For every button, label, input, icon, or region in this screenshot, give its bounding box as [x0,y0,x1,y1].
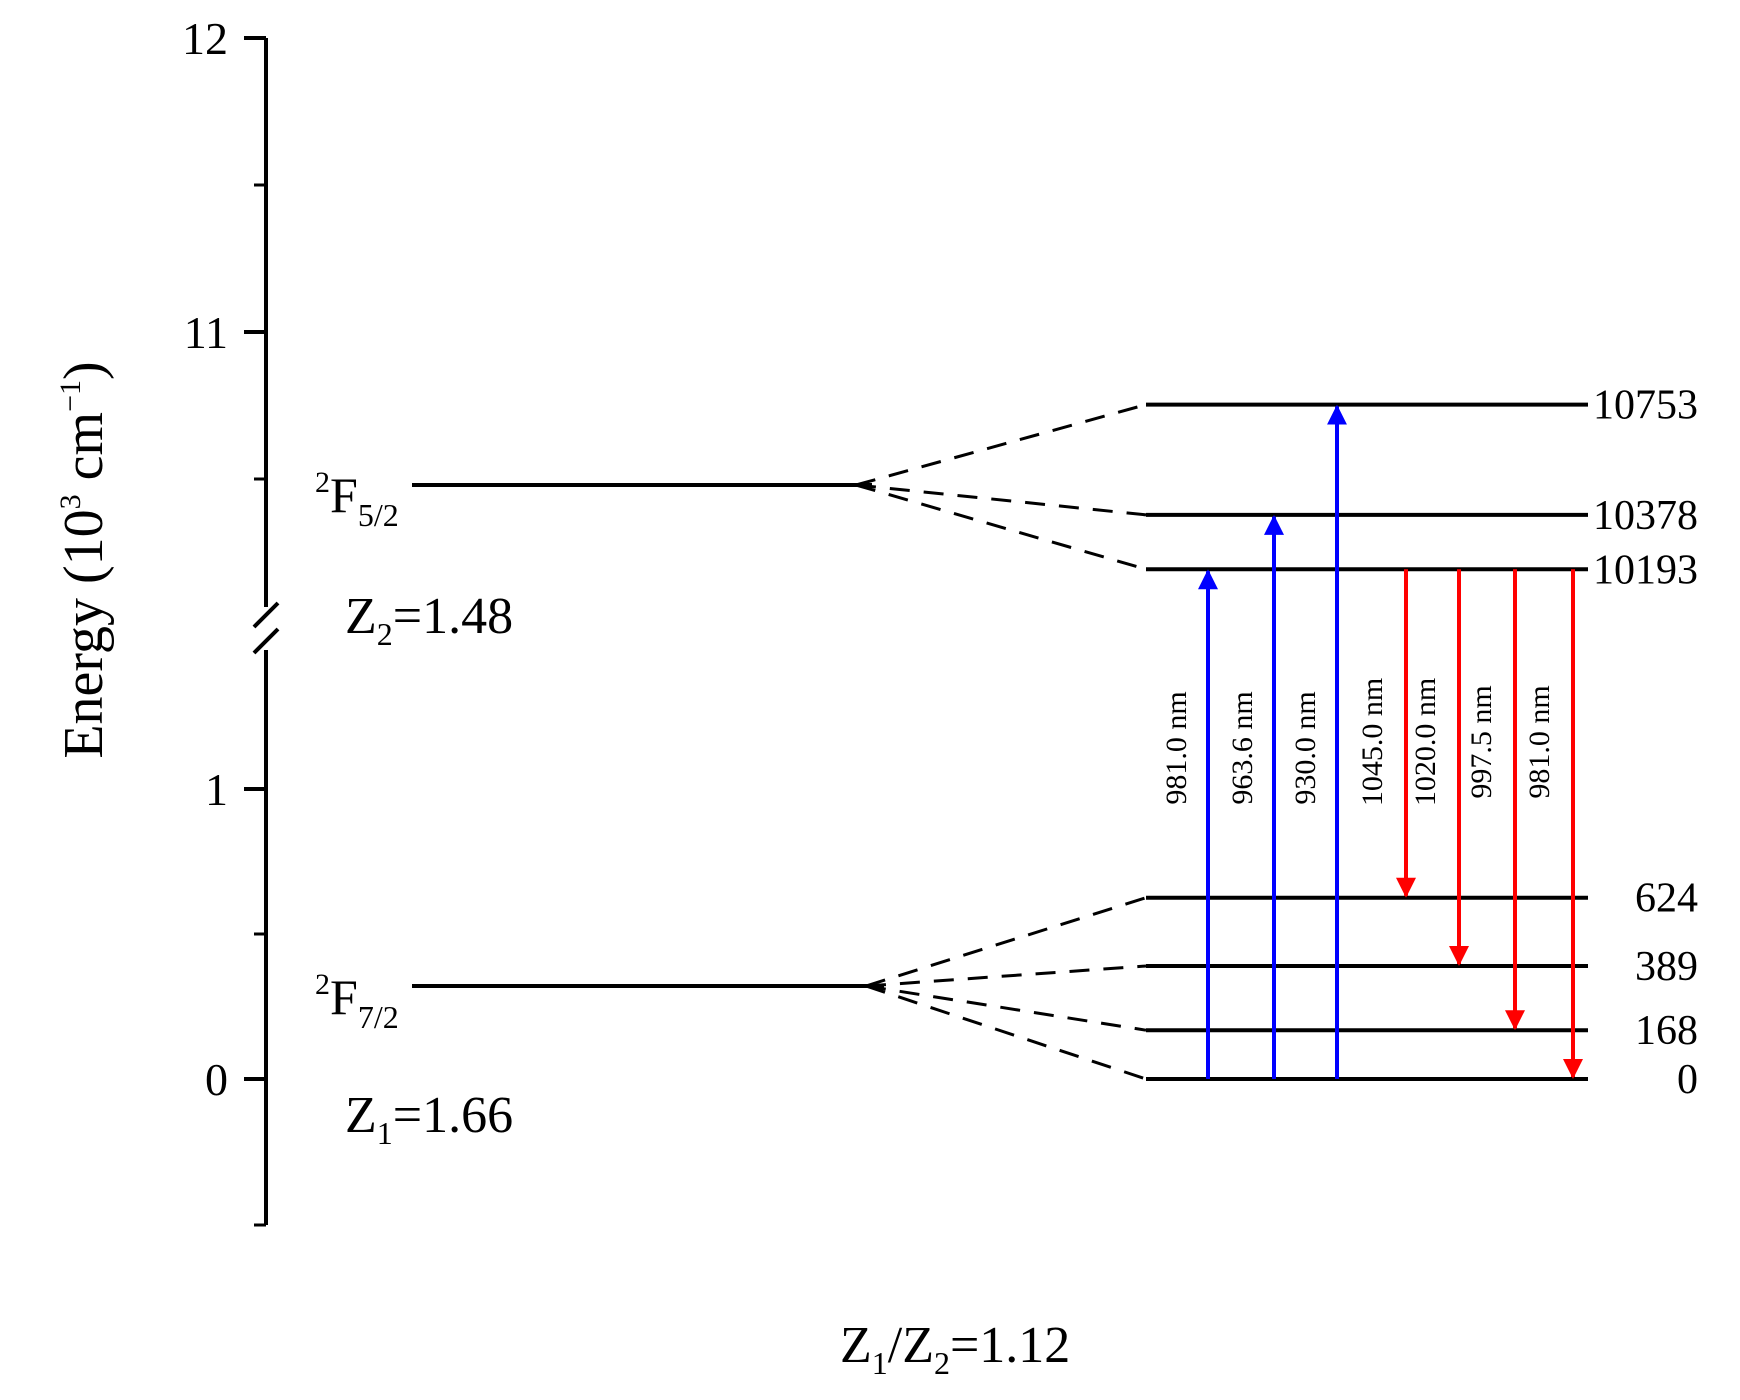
absorption-wavelength-label: 963.6 nm [1226,691,1259,804]
axis-unit-exp: 3 [54,494,87,509]
axis-unit-exp2: −1 [54,380,87,412]
axis-title: Energy (103 cm−1) [53,361,115,758]
transitions: 981.0 nm 963.6 nm 930.0 nm 1045.0 nm 1020.0 … [1160,404,1583,1079]
lower-level-label: 389 [1635,944,1698,990]
lower-state-sub: 7/2 [358,999,399,1035]
ratio-a: Z [840,1317,872,1374]
z-ratio-label: Z1/Z2=1.12 [840,1317,1070,1381]
upper-level-label: 10753 [1593,383,1698,429]
upper-state-label: 2F5/2 [315,466,399,533]
lower-level-label: 624 [1635,876,1698,922]
absorption-wavelength-label: 930.0 nm [1289,691,1322,804]
upper-splitting-connector [855,483,1147,571]
lower-state-label: 2F7/2 [315,968,399,1035]
upper-splitting-connector [855,403,1147,487]
ratio-b-sub: 2 [934,1345,950,1381]
emission-wavelength-label: 981.0 nm [1523,685,1556,798]
z2-sub: 2 [377,616,393,652]
axis-title-word: Energy [53,598,115,759]
axis-unit-prefix: (10 [53,509,115,584]
z1-value: =1.66 [393,1087,513,1144]
splitting-connectors [855,403,1147,1081]
upper-state-sup: 2 [315,466,330,499]
emission-wavelength-label: 1020.0 nm [1409,678,1442,806]
z1-label: Z1=1.66 [345,1087,513,1151]
axis-break-mark-1 [252,601,280,629]
tick-label-11: 11 [184,307,228,358]
tick-label-1: 1 [205,764,228,815]
upper-level-label: 10378 [1593,493,1698,539]
z1-sub: 1 [377,1115,393,1151]
ratio-a-sub: 1 [872,1345,888,1381]
lower-splitting-connector [865,896,1147,988]
lower-level-label: 168 [1635,1008,1698,1054]
axis-break-mark-2 [252,627,280,655]
upper-state-letter: F [330,467,358,523]
tick-label-12: 12 [182,13,228,64]
z2-label: Z2=1.48 [345,588,513,652]
lower-level-label: 0 [1677,1057,1698,1103]
axis-unit-mid: cm [53,412,115,494]
tick-label-0: 0 [205,1054,228,1105]
axis-unit-suffix: ) [53,361,115,380]
upper-level-label: 10193 [1593,547,1698,593]
lower-splitting-connector [865,984,1147,1032]
z2-value: =1.48 [393,588,513,645]
z1-main: Z [345,1087,377,1144]
z2-main: Z [345,588,377,645]
emission-wavelength-label: 1045.0 nm [1356,678,1389,806]
energy-axis: 12 11 1 0 Energy(103 cm−1) [53,13,280,1227]
ratio-slash: /Z [888,1317,934,1374]
emission-wavelength-label: 997.5 nm [1465,685,1498,798]
lower-splitting-connector [865,984,1147,1081]
lower-state-letter: F [330,969,358,1025]
lower-splitting-connector [865,964,1147,988]
upper-state-sub: 5/2 [358,497,399,533]
lower-state-sup: 2 [315,968,330,1001]
upper-splitting-connector [855,483,1147,517]
absorption-wavelength-label: 981.0 nm [1160,691,1193,804]
ratio-value: =1.12 [950,1317,1070,1374]
